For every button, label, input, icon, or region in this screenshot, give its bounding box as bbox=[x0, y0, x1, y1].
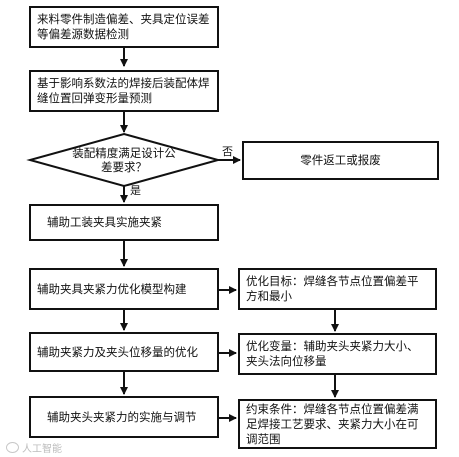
node-source-data-detection-label: 来料零件制造偏差、夹具定位误差等偏差源数据检测 bbox=[37, 12, 210, 41]
node-optimization-variables: 优化变量：辅助夹头夹紧力大小、夹头法向位移量 bbox=[238, 333, 437, 375]
node-apply-clamping: 辅助工装夹具实施夹紧 bbox=[29, 204, 219, 241]
node-constraints-label: 约束条件：焊缝各节点位置偏差满足焊接工艺要求、夹紧力大小在可调范围 bbox=[246, 401, 419, 446]
node-springback-prediction: 基于影响系数法的焊接后装配体焊缝位置回弹变形量预测 bbox=[29, 70, 219, 112]
node-force-adjustment-label: 辅助夹头夹紧力的实施与调节 bbox=[47, 409, 197, 424]
node-springback-prediction-label: 基于影响系数法的焊接后装配体焊缝位置回弹变形量预测 bbox=[37, 76, 210, 105]
node-source-data-detection: 来料零件制造偏差、夹具定位误差等偏差源数据检测 bbox=[29, 6, 219, 48]
node-optimization-objective: 优化目标：焊缝各节点位置偏差平方和最小 bbox=[238, 268, 437, 310]
edge-label-no: 否 bbox=[222, 145, 233, 158]
node-model-construction: 辅助夹具夹紧力优化模型构建 bbox=[29, 268, 219, 310]
node-rework-or-scrap-label: 零件返工或报废 bbox=[300, 153, 381, 167]
weibo-eye-icon bbox=[6, 442, 19, 453]
node-rework-or-scrap: 零件返工或报废 bbox=[242, 141, 439, 180]
node-force-adjustment: 辅助夹头夹紧力的实施与调节 bbox=[29, 396, 219, 438]
node-apply-clamping-label: 辅助工装夹具实施夹紧 bbox=[47, 215, 162, 229]
node-force-optimization: 辅助夹紧力及夹头位移量的优化 bbox=[29, 332, 219, 372]
watermark-text: 人工智能 bbox=[22, 444, 62, 455]
node-optimization-objective-label: 优化目标：焊缝各节点位置偏差平方和最小 bbox=[246, 274, 419, 303]
node-model-construction-label: 辅助夹具夹紧力优化模型构建 bbox=[37, 281, 187, 296]
decision-label: 装配精度满足设计公差要求？ bbox=[72, 146, 176, 174]
node-constraints: 约束条件：焊缝各节点位置偏差满足焊接工艺要求、夹紧力大小在可调范围 bbox=[238, 399, 437, 449]
watermark: 人工智能 bbox=[6, 440, 62, 455]
edge-label-yes: 是 bbox=[130, 184, 141, 197]
node-optimization-variables-label: 优化变量：辅助夹头夹紧力大小、夹头法向位移量 bbox=[246, 339, 419, 368]
node-force-optimization-label: 辅助夹紧力及夹头位移量的优化 bbox=[37, 344, 198, 359]
